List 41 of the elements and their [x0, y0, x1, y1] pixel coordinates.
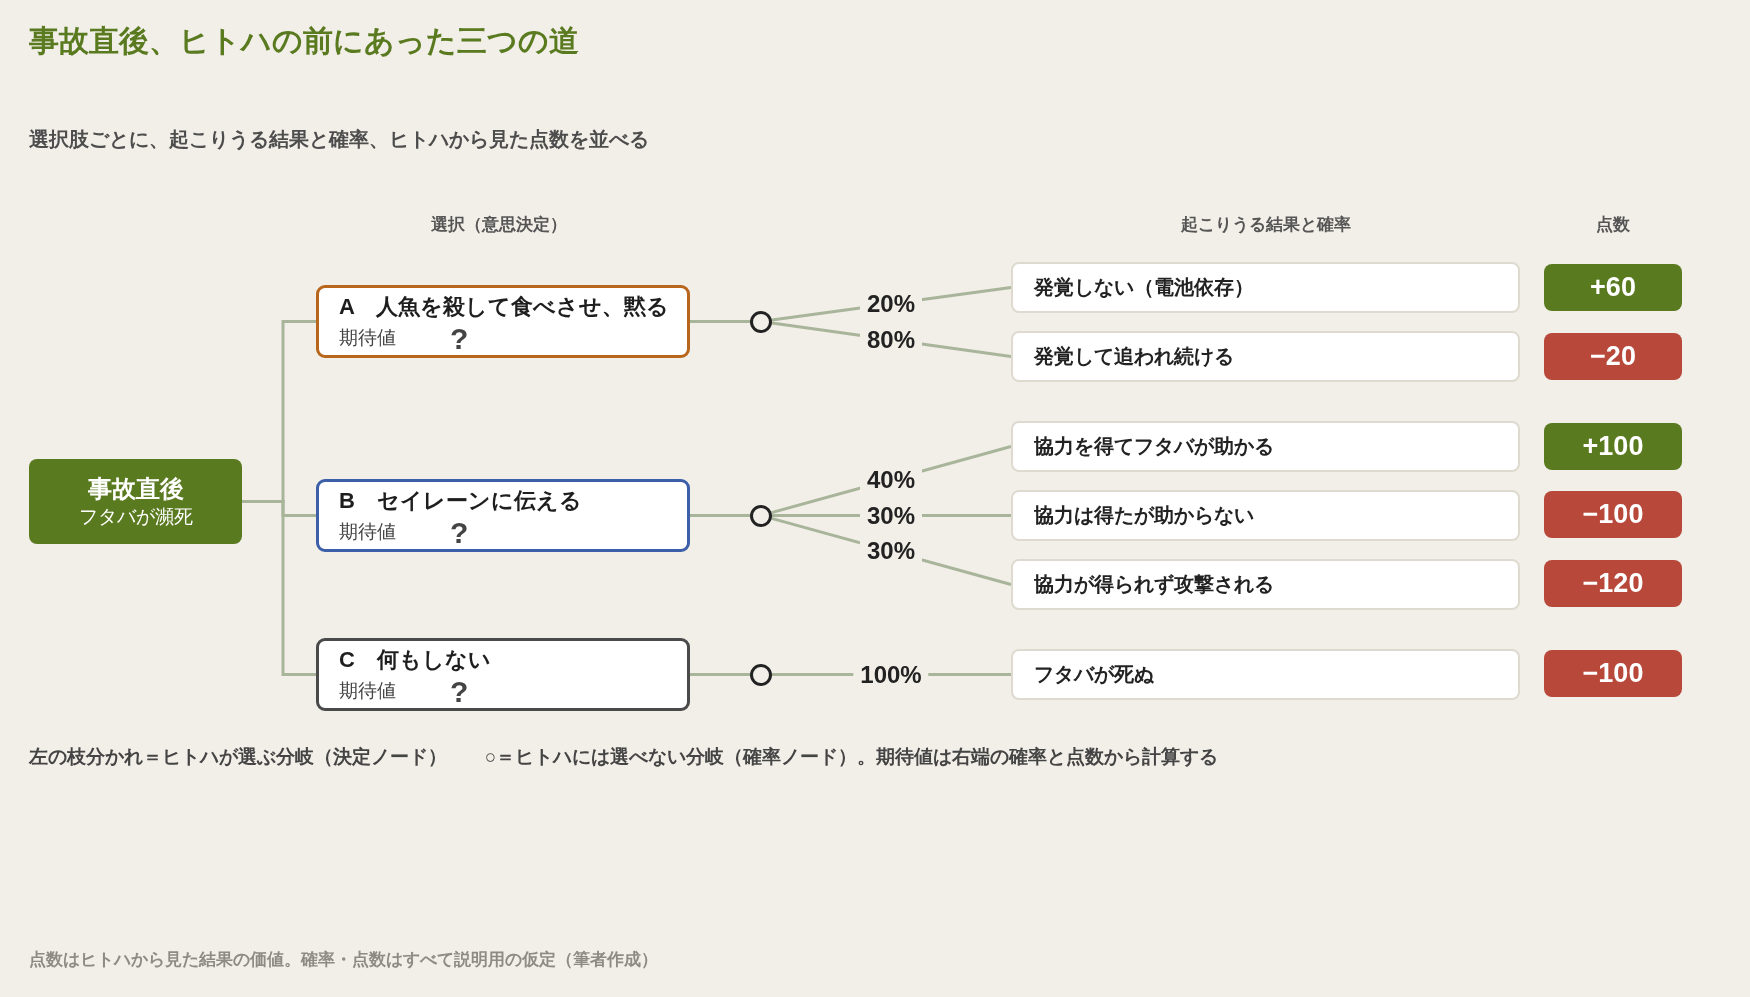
outcome-box: 発覚して追われ続ける	[1011, 331, 1520, 382]
outcome-box: 発覚しない（電池依存）	[1011, 262, 1520, 313]
option-title: A 人魚を殺して食べさせ、黙る	[339, 293, 670, 321]
chance-circle	[750, 663, 772, 686]
question-mark: ?	[450, 674, 469, 708]
question-mark: ?	[450, 515, 469, 549]
outcome-box: 協力を得てフタバが助かる	[1011, 421, 1520, 472]
footnote: 点数はヒトハから見た結果の価値。確率・点数はすべて説明用の仮定（筆者作成）	[29, 949, 658, 971]
expected-value-label: 期待値	[339, 520, 396, 544]
note-text: 左の枝分かれ＝ヒトハが選ぶ分岐（決定ノード）	[29, 745, 447, 769]
expected-value-label: 期待値	[339, 326, 396, 350]
outcome-box: 協力は得たが助からない	[1011, 490, 1520, 541]
note-text: ○＝ヒトハには選べない分岐（確率ノード）。期待値は右端の確率と点数から計算する	[485, 745, 1219, 769]
option-box	[316, 479, 690, 552]
score-badge: −20	[1544, 333, 1682, 380]
option-title: C 何もしない	[339, 646, 491, 674]
chance-circle	[750, 310, 772, 333]
outcome-box: 協力が得られず攻撃される	[1011, 559, 1520, 610]
score-badge: −120	[1544, 560, 1682, 607]
title: 事故直後、ヒトハの前にあった三つの道	[29, 23, 579, 59]
subtitle: 選択肢ごとに、起こりうる結果と確率、ヒトハから見た点数を並べる	[29, 127, 649, 151]
score-badge: −100	[1544, 650, 1682, 697]
start-subtitle: フタバが瀕死	[78, 504, 193, 529]
start-title: 事故直後	[87, 473, 184, 504]
chance-circle	[750, 504, 772, 527]
column-header: 選択（意思決定）	[431, 214, 567, 236]
option-box	[316, 285, 690, 358]
connector-line	[690, 514, 750, 517]
outcome-box: フタバが死ぬ	[1011, 649, 1520, 700]
column-header: 点数	[1596, 214, 1630, 236]
connector-line	[690, 673, 750, 676]
question-mark: ?	[450, 321, 469, 355]
score-badge: −100	[1544, 491, 1682, 538]
option-title: B セイレーンに伝える	[339, 487, 582, 515]
column-header: 起こりうる結果と確率	[1181, 214, 1351, 236]
expected-value-label: 期待値	[339, 679, 396, 703]
option-box	[316, 638, 690, 711]
start-box	[29, 459, 242, 544]
score-badge: +60	[1544, 264, 1682, 311]
score-badge: +100	[1544, 423, 1682, 470]
connector-line	[690, 320, 750, 323]
